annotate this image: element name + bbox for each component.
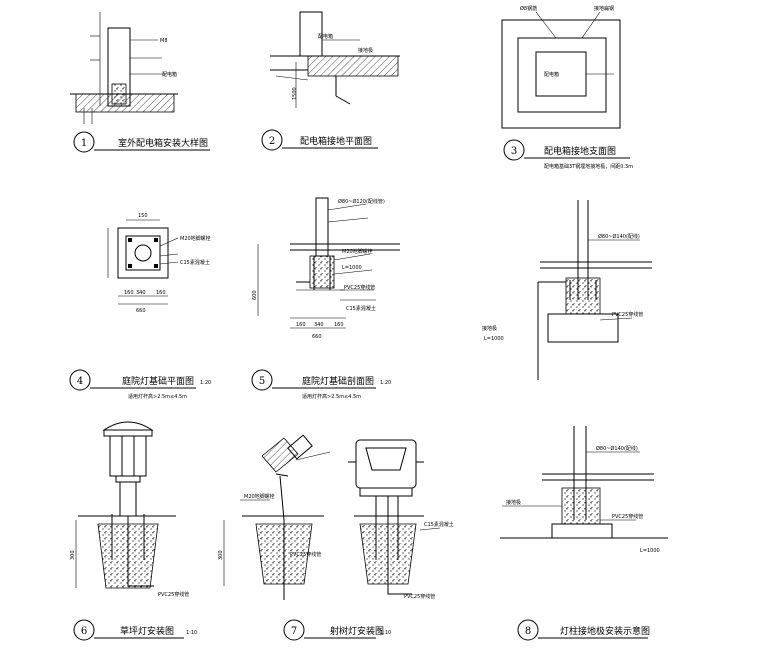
- detail-7-title: 射树灯安装图: [330, 625, 384, 637]
- pole-grounding-upper: Ø80~Ø140(配线) PVC25穿线管 接地极 L=1000: [482, 200, 652, 380]
- detail-4-dim-top: 150: [138, 213, 148, 219]
- detail-3-note: 配电箱基础3T钢埋地接地极，间距0.3m: [544, 163, 633, 170]
- detail-8-pole-label: Ø80~Ø140(配线): [596, 445, 638, 452]
- detail-6-title: 草坪灯安装图: [120, 625, 174, 637]
- detail-8-drawing: Ø80~Ø140(配线) PVC25穿线管 接地极 L=1000: [500, 426, 668, 554]
- detail-7-number: 7: [291, 626, 297, 637]
- detail-5-scale: 1:20: [380, 380, 391, 386]
- svg-text:Ø8钢筋: Ø8钢筋: [520, 5, 537, 12]
- detail-4-note: 适用灯杆高>2.5m≤4.5m: [128, 393, 187, 400]
- detail-7-dim: 300: [218, 550, 224, 560]
- detail-5-note: 适用灯杆高>2.5m≤4.5m: [302, 393, 361, 400]
- detail-4-dim-bottom: 660: [136, 308, 146, 314]
- detail-1-number: 1: [81, 138, 87, 149]
- detail-8-pvc-label: PVC25穿线管: [612, 513, 643, 520]
- detail-3-title: 配电箱接地支面图: [544, 145, 616, 157]
- detail-4-number: 4: [77, 376, 83, 387]
- floodlight-pvc-label: PVC25穿线管: [404, 593, 435, 600]
- detail-6-number: 6: [81, 626, 87, 637]
- detail-6-dim: 300: [70, 550, 76, 560]
- detail-5-dim-right: 160: [334, 322, 344, 328]
- detail-2-drawing: 配电箱 接地极 1500: [270, 11, 400, 108]
- detail-4-dim-mid: 340: [136, 290, 146, 296]
- detail-3-number-bubble: [503, 139, 525, 161]
- detail-6-pvc-label: PVC25穿线管: [158, 591, 189, 598]
- detail-8-title: 灯柱接地极安装示意图: [560, 625, 650, 637]
- detail-4-bolt-label: M20地脚螺栓: [180, 235, 211, 242]
- detail-5-caption: 5 庭院灯基础剖面图 1:20 适用灯杆高>2.5m≤4.5m: [251, 369, 391, 400]
- detail-2-number: 2: [269, 136, 275, 147]
- detail-5-title: 庭院灯基础剖面图: [302, 375, 374, 387]
- detail-8-caption: 8 灯柱接地极安装示意图: [517, 619, 650, 641]
- detail-8-len-label: L=1000: [640, 548, 660, 554]
- detail-8-ground-label: 接地极: [506, 499, 521, 506]
- detail-5-pvc-label: PVC25穿线管: [344, 284, 375, 291]
- detail-6-caption: 6 草坪灯安装图 1:10: [73, 619, 197, 641]
- detail-4-drawing: 150 660 160 340 160 M20地脚螺栓 C15素混凝土: [107, 213, 211, 314]
- detail-8-number-bubble: [517, 619, 539, 641]
- detail-5-number-bubble: [251, 369, 273, 391]
- pole-upper-len-label: L=1000: [484, 336, 504, 342]
- detail-5-dim-height: 600: [252, 290, 258, 300]
- detail-5-bolt-label: M20地脚螺栓: [342, 248, 373, 255]
- detail-2-ground-label: 接地极: [358, 47, 373, 54]
- detail-5-concrete-label: C15素混凝土: [346, 305, 376, 312]
- pole-upper-pole-label: Ø80~Ø140(配线): [598, 233, 640, 240]
- detail-7-scale: 1:10: [380, 630, 391, 636]
- detail-1-drawing: M8 配电箱: [70, 12, 178, 124]
- detail-4-caption: 4 庭院灯基础平面图 1:20 适用灯杆高>2.5m≤4.5m: [69, 369, 211, 400]
- svg-text:配电箱: 配电箱: [318, 33, 333, 40]
- detail-4-number-bubble: [69, 369, 91, 391]
- detail-1-box-label: 配电箱: [162, 71, 177, 78]
- svg-text:接地扁钢: 接地扁钢: [594, 5, 614, 12]
- detail-2-number-bubble: [261, 129, 283, 151]
- detail-3-caption: 3 配电箱接地支面图 配电箱基础3T钢埋地接地极，间距0.3m: [503, 139, 633, 170]
- pole-upper-pvc-label: PVC25穿线管: [612, 311, 643, 318]
- detail-7-drawing: M20地脚螺栓 PVC25穿线管 300: [218, 434, 331, 600]
- detail-7-number-bubble: [283, 619, 305, 641]
- pole-upper-ground-label: 接地极: [482, 325, 497, 332]
- detail-3-box-label: 配电箱: [544, 71, 559, 78]
- detail-5-dim-bottom: 660: [312, 334, 322, 340]
- detail-4-dim-left: 160: [124, 290, 134, 296]
- detail-1-caption: 1 室外配电箱安装大样图: [73, 131, 210, 153]
- detail-5-drawing: Ø80~Ø120(配线管) M20地脚螺栓 L=1000 PVC25穿线管 C1…: [252, 197, 400, 340]
- floodlight-drawing: PVC25穿线管 C15素混凝土: [348, 439, 454, 600]
- detail-7-pvc-label: PVC25穿线管: [290, 551, 321, 558]
- detail-5-pole-label: Ø80~Ø120(配线管): [338, 198, 385, 205]
- detail-8-number: 8: [525, 626, 531, 637]
- detail-5-len-label: L=1000: [342, 265, 362, 271]
- detail-4-dim-right: 160: [156, 290, 166, 296]
- detail-1-title: 室外配电箱安装大样图: [118, 137, 208, 149]
- detail-2-title: 配电箱接地平面图: [300, 135, 372, 147]
- detail-3-drawing: Ø8钢筋 接地扁钢 配电箱: [501, 5, 621, 129]
- floodlight-concrete-label: C15素混凝土: [424, 521, 454, 528]
- detail-4-concrete-label: C15素混凝土: [180, 259, 210, 266]
- detail-3-number: 3: [511, 146, 517, 157]
- detail-2-dim: 1500: [292, 87, 298, 100]
- detail-5-dim-left: 160: [296, 322, 306, 328]
- detail-4-title: 庭院灯基础平面图: [122, 375, 194, 387]
- detail-7-bolt-label: M20地脚螺栓: [244, 493, 275, 500]
- svg-text:M8: M8: [160, 38, 168, 44]
- detail-7-caption: 7 射树灯安装图 1:10: [283, 619, 391, 641]
- detail-6-scale: 1:10: [186, 630, 197, 636]
- detail-1-number-bubble: [73, 131, 95, 153]
- detail-5-dim-mid: 340: [314, 322, 324, 328]
- detail-6-drawing: PVC25穿线管 300: [70, 421, 189, 598]
- detail-4-scale: 1:20: [200, 380, 211, 386]
- detail-2-caption: 2 配电箱接地平面图: [261, 129, 378, 151]
- detail-5-number: 5: [259, 376, 265, 387]
- detail-6-number-bubble: [73, 619, 95, 641]
